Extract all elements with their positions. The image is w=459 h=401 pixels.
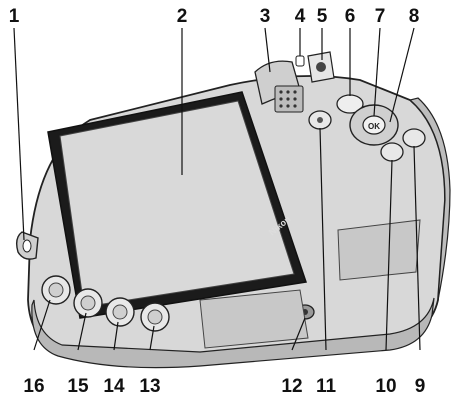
callout-9: 9 bbox=[415, 376, 426, 397]
callout-1: 1 bbox=[9, 6, 20, 27]
callout-12: 12 bbox=[281, 376, 302, 397]
monitor-screen bbox=[59, 100, 295, 308]
leader-7 bbox=[373, 27, 381, 117]
leader-16 bbox=[33, 299, 51, 351]
leader-9 bbox=[413, 145, 421, 351]
lower-button-16 bbox=[41, 275, 71, 305]
flash-window bbox=[316, 62, 326, 72]
menu-button bbox=[380, 142, 404, 162]
movie-record-icon bbox=[317, 117, 323, 123]
ok-button-label: OK bbox=[368, 122, 380, 131]
callout-13: 13 bbox=[139, 376, 160, 397]
leader-8 bbox=[389, 27, 415, 123]
callout-16: 16 bbox=[23, 376, 44, 397]
leader-lines bbox=[13, 27, 421, 351]
indicator-lamp bbox=[295, 55, 305, 67]
callout-numbers: 1 2 3 4 5 6 7 8 9 10 11 12 13 14 15 16 bbox=[9, 6, 426, 397]
speaker-holes bbox=[279, 90, 297, 108]
callout-11: 11 bbox=[316, 376, 337, 397]
lower-button-15 bbox=[73, 288, 103, 318]
callout-10: 10 bbox=[375, 376, 396, 397]
lower-button-14 bbox=[105, 297, 135, 327]
leader-10 bbox=[385, 159, 393, 351]
battery-cover-panel bbox=[199, 289, 309, 349]
leader-12 bbox=[291, 317, 306, 351]
leader-14 bbox=[113, 321, 119, 351]
leader-11 bbox=[319, 127, 327, 351]
side-panel bbox=[337, 219, 421, 281]
callout-8: 8 bbox=[409, 6, 420, 27]
callout-5: 5 bbox=[317, 6, 328, 27]
leader-13 bbox=[149, 325, 155, 351]
callout-15: 15 bbox=[67, 376, 89, 397]
callout-7: 7 bbox=[375, 6, 386, 27]
leader-15 bbox=[77, 312, 87, 351]
callout-6: 6 bbox=[345, 6, 356, 27]
callout-4: 4 bbox=[295, 6, 306, 27]
callout-14: 14 bbox=[103, 376, 125, 397]
strap-eyelet-hole bbox=[22, 239, 32, 253]
callout-3: 3 bbox=[260, 6, 271, 27]
callout-2: 2 bbox=[177, 6, 188, 27]
leader-1 bbox=[13, 27, 25, 241]
camera-lower-band bbox=[31, 297, 435, 369]
leader-3 bbox=[264, 27, 271, 73]
camera-right-side bbox=[408, 97, 451, 301]
lower-button-13 bbox=[140, 302, 170, 332]
playback-button bbox=[402, 128, 426, 148]
